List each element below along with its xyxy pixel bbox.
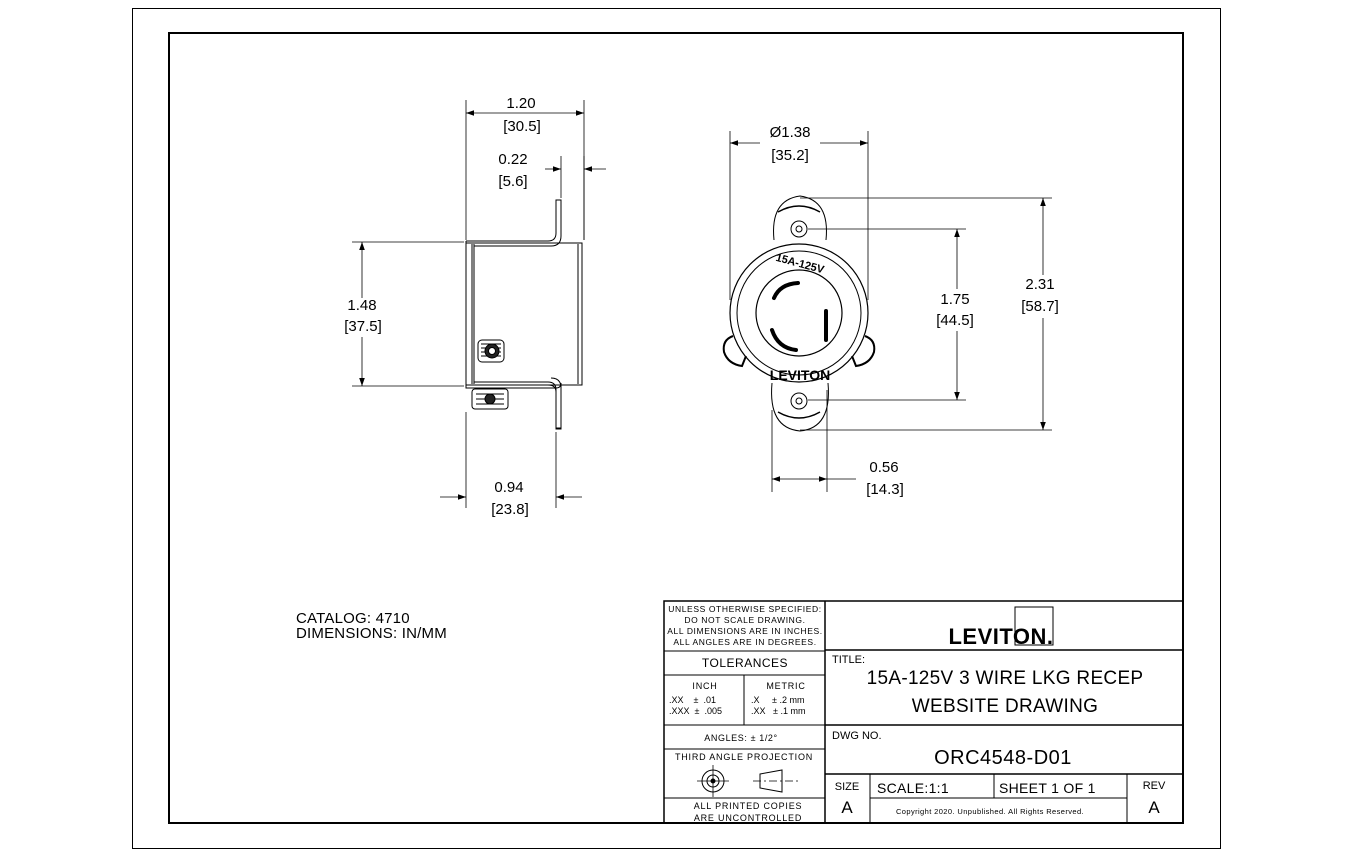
size-value: A [841,798,853,817]
inch-row-1: .XX ± .01 [669,695,716,705]
dwg-number: ORC4548-D01 [934,747,1072,769]
general-note-4: ALL ANGLES ARE IN DEGREES. [673,637,816,647]
receptacle-slots [770,281,828,352]
scale-value: SCALE:1:1 [877,780,949,796]
dim-diameter-in: Ø1.38 [770,124,811,141]
dim-overall-mm: [58.7] [1021,298,1059,315]
dimensions-note: DIMENSIONS: IN/MM [296,625,447,642]
title-label: TITLE: [832,654,865,666]
dim-spacing-mm: [44.5] [936,312,974,329]
rev-label: REV [1143,780,1166,792]
dim-flange-in: 0.22 [498,151,527,168]
leviton-logo: LEVITON. [948,624,1053,649]
title-block-text: UNLESS OTHERWISE SPECIFIED: DO NOT SCALE… [667,604,1166,823]
front-dimensions [729,131,1052,492]
general-note-3: ALL DIMENSIONS ARE IN INCHES. [667,626,822,636]
catalog-note: CATALOG: 4710 [296,610,410,627]
title-line-2: WEBSITE DRAWING [912,696,1098,717]
metric-label: METRIC [766,681,805,691]
title-line-1: 15A-125V 3 WIRE LKG RECEP [867,668,1144,689]
sheet-value: SHEET 1 OF 1 [999,780,1096,796]
copies-note-1: ALL PRINTED COPIES [694,801,803,811]
outer-border [132,8,1221,849]
dim-width-in: 1.20 [506,95,535,112]
general-note-1: UNLESS OTHERWISE SPECIFIED: [668,604,822,614]
side-dimension-labels: 1.20 [30.5] 0.22 [5.6] 1.48 [37.5] 0.94 … [344,95,541,518]
dim-diameter-mm: [35.2] [771,147,809,164]
side-dimensions [352,100,606,508]
dim-depth-in: 0.94 [494,479,523,496]
front-dimension-labels: Ø1.38 [35.2] 1.75 [44.5] 2.31 [58.7] 0.5… [770,124,1059,498]
metric-row-2: .XX ± .1 mm [751,706,805,716]
projection-label: THIRD ANGLE PROJECTION [675,752,813,762]
tolerances-label: TOLERANCES [702,656,788,670]
dim-offset-mm: [14.3] [866,481,904,498]
face-brand: LEVITON [770,367,830,383]
copyright: Copyright 2020. Unpublished. All Rights … [896,807,1084,816]
copies-note-2: ARE UNCONTROLLED [694,813,802,823]
dim-height-mm: [37.5] [344,318,382,335]
front-view [722,195,876,432]
drawing-notes: CATALOG: 4710 DIMENSIONS: IN/MM [296,611,447,641]
dim-flange-mm: [5.6] [498,173,527,190]
dim-height-in: 1.48 [347,297,376,314]
inch-row-2: .XXX ± .005 [669,706,722,716]
rev-value: A [1148,798,1160,817]
dwg-label: DWG NO. [832,730,882,742]
general-note-2: DO NOT SCALE DRAWING. [684,615,805,625]
angles-tolerance: ANGLES: ± 1/2° [704,733,777,743]
metric-row-1: .X ± .2 mm [751,695,804,705]
dim-offset-in: 0.56 [869,459,898,476]
dim-overall-in: 2.31 [1025,276,1054,293]
dim-width-mm: [30.5] [503,118,541,135]
size-label: SIZE [835,781,859,793]
inch-label: INCH [692,681,717,691]
side-view [465,199,583,430]
dim-depth-mm: [23.8] [491,501,529,518]
dim-spacing-in: 1.75 [940,291,969,308]
title-block [663,600,1184,824]
